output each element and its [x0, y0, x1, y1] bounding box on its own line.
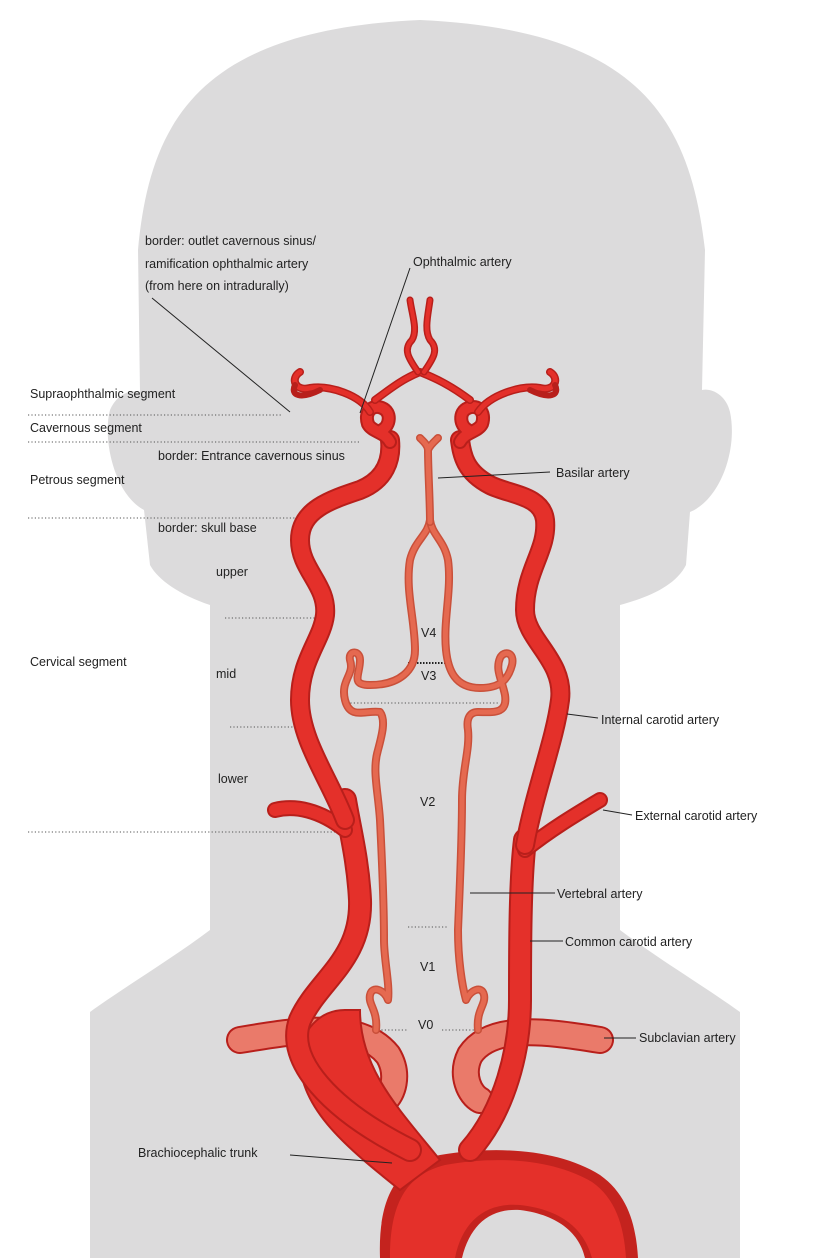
border-entrance-cavernous-sinus-label: border: Entrance cavernous sinus [158, 449, 345, 463]
cervical-segment-label: Cervical segment [30, 655, 127, 669]
basilar-artery-label: Basilar artery [556, 466, 630, 480]
right-carotid-system [450, 400, 608, 1162]
subclavian-arteries [226, 1016, 614, 1114]
brachiocephalic-trunk-label: Brachiocephalic trunk [138, 1146, 258, 1160]
internal-carotid-artery-label: Internal carotid artery [601, 713, 720, 727]
common-carotid-artery-label: Common carotid artery [565, 935, 693, 949]
segment-reference-lines [28, 414, 500, 1031]
vertebral-arteries [339, 434, 517, 1034]
leader-lines [151, 267, 636, 1164]
lower-label: lower [218, 772, 248, 786]
supraophthalmic-segment-label: Supraophthalmic segment [30, 387, 176, 401]
v0-label: V0 [418, 1018, 433, 1032]
border-outlet-label-line1: border: outlet cavernous sinus/ [145, 234, 316, 248]
v1-label: V1 [420, 960, 435, 974]
vertebral-artery-label: Vertebral artery [557, 887, 643, 901]
ophthalmic-artery-label: Ophthalmic artery [413, 255, 512, 269]
labels: border: outlet cavernous sinus/ ramifica… [30, 234, 758, 1160]
cavernous-segment-label: Cavernous segment [30, 421, 142, 435]
petrous-segment-label: Petrous segment [30, 473, 125, 487]
border-outlet-label-line3: (from here on intradurally) [145, 279, 289, 293]
v4-label: V4 [421, 626, 436, 640]
left-carotid-system [267, 400, 422, 1162]
v2-label: V2 [420, 795, 435, 809]
external-carotid-artery-label: External carotid artery [635, 809, 758, 823]
cerebral-arteries [290, 296, 560, 416]
mid-label: mid [216, 667, 236, 681]
upper-label: upper [216, 565, 248, 579]
v3-label: V3 [421, 669, 436, 683]
border-skull-base-label: border: skull base [158, 521, 257, 535]
subclavian-artery-label: Subclavian artery [639, 1031, 736, 1045]
border-outlet-label-line2: ramification ophthalmic artery [145, 257, 309, 271]
